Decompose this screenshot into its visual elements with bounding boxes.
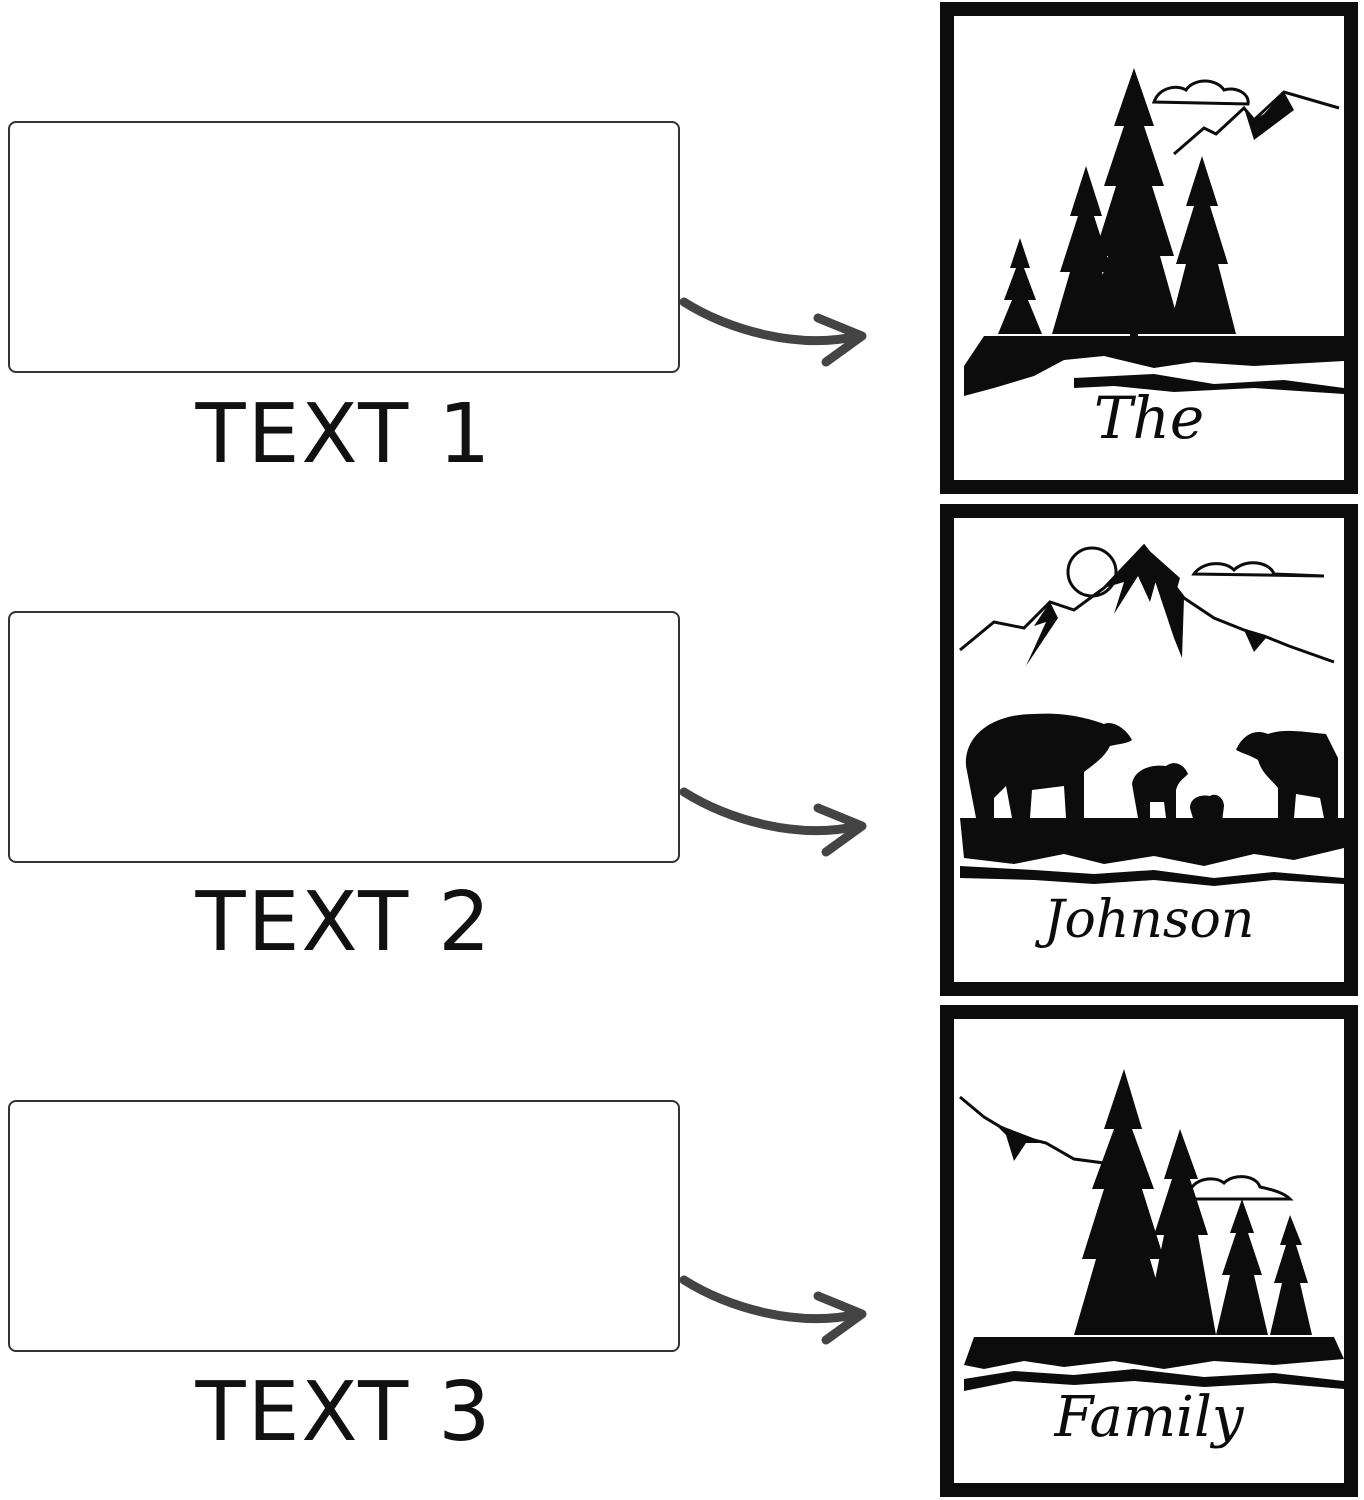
text-3-label: TEXT 3 bbox=[195, 1365, 493, 1460]
text-2-input-box[interactable] bbox=[8, 611, 680, 863]
text-2-arrow-icon bbox=[679, 787, 867, 857]
text-1-preview-word: The bbox=[1093, 384, 1205, 452]
text-3-arrow-icon bbox=[679, 1275, 867, 1345]
text-3-input-box[interactable] bbox=[8, 1100, 680, 1352]
text-2-label: TEXT 2 bbox=[195, 875, 493, 970]
forest-scene-icon bbox=[964, 68, 1344, 396]
text-2-preview-word: Johnson bbox=[1043, 890, 1255, 950]
forest-scene-icon bbox=[959, 1069, 1344, 1391]
text-3-preview-panel: Family bbox=[940, 1005, 1358, 1497]
text-1-label: TEXT 1 bbox=[195, 387, 493, 482]
text-2-preview-panel: Johnson bbox=[940, 504, 1358, 996]
text-1-input-box[interactable] bbox=[8, 121, 680, 373]
text-3-preview-word: Family bbox=[1054, 1385, 1244, 1450]
text-1-preview-panel: The bbox=[940, 2, 1358, 494]
text-1-arrow-icon bbox=[679, 297, 867, 367]
mountain-bears-scene-icon bbox=[959, 543, 1344, 886]
